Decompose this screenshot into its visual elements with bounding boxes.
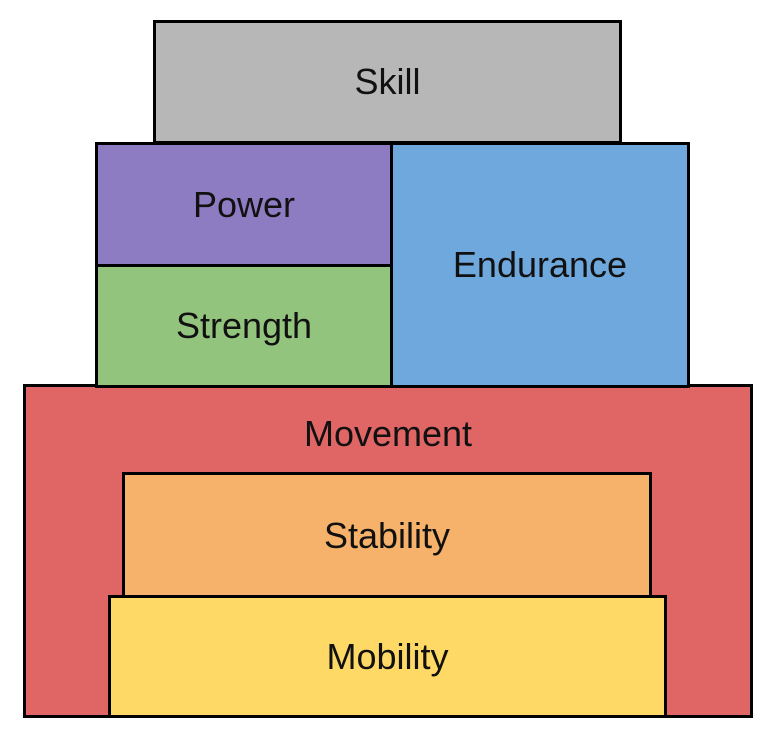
movement-label: Movement [303,413,473,454]
endurance-label: Endurance [452,244,628,285]
strength-block: Strength [95,264,393,388]
strength-label: Strength [175,305,313,346]
mobility-label: Mobility [326,635,449,677]
skill-label: Skill [354,61,421,102]
stability-label: Stability [323,515,451,556]
power-block: Power [95,142,393,267]
power-label: Power [192,183,296,225]
skill-block: Skill [153,20,622,144]
stability-block: Stability [122,472,652,600]
endurance-block: Endurance [390,142,690,388]
mobility-block: Mobility [108,595,667,718]
